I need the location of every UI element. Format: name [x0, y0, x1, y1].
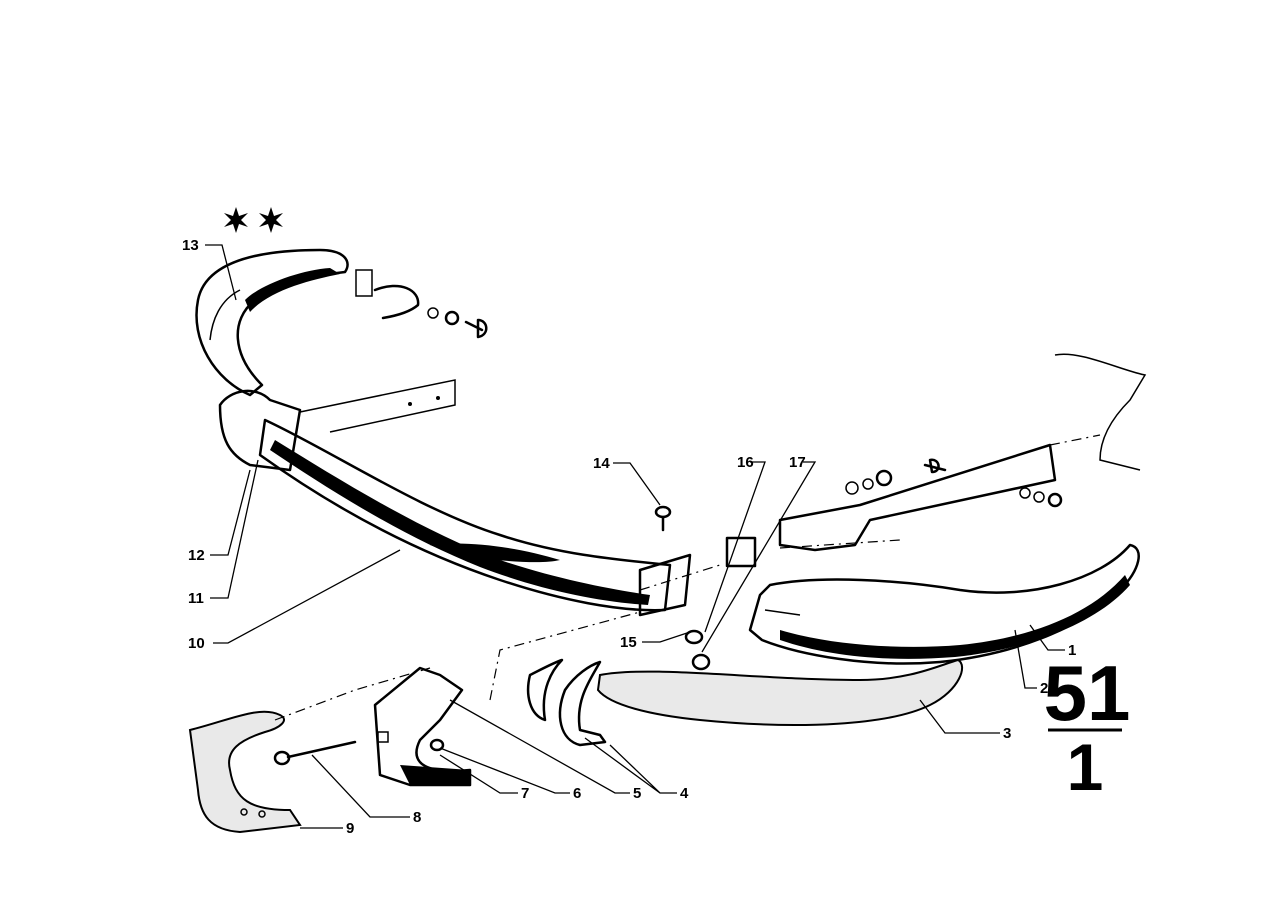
rubber-strip-part: [596, 658, 963, 726]
group-sub-number: 1: [1067, 730, 1104, 804]
callout-labels: 1 2 3 4 5 6 7 8 9 10 11 12 13 14 15 16 1…: [182, 237, 1076, 837]
callout-13: 13: [182, 237, 199, 254]
guard-bracket-part: [373, 666, 472, 787]
callout-3: 3: [1003, 725, 1011, 742]
mounting-bracket-right-part: [778, 353, 1147, 552]
callout-9: 9: [346, 820, 354, 837]
bumper-corner-right-part: [748, 543, 1140, 665]
nut-parts: [684, 536, 757, 671]
callout-2: 2: [1040, 680, 1048, 697]
callout-4: 4: [680, 785, 689, 802]
callout-7: 7: [521, 785, 529, 802]
bumper-corner-left-part: [195, 248, 349, 397]
leader-lines: [205, 244, 1065, 829]
bumper-bar-part: [218, 379, 692, 617]
group-main-number: 51: [1044, 649, 1131, 737]
group-number: 51 1: [1044, 649, 1131, 804]
seal-strips-part: [526, 658, 607, 747]
callout-12: 12: [188, 547, 205, 564]
assembly-guide-lines: [274, 434, 1101, 721]
callout-5: 5: [633, 785, 641, 802]
callout-15: 15: [620, 634, 637, 651]
mounting-hardware-left: [355, 269, 488, 339]
double-asterisk-icon: [224, 207, 283, 233]
callout-14: 14: [593, 455, 610, 472]
guard-insert-part: [188, 710, 357, 834]
callout-6: 6: [573, 785, 581, 802]
callout-11: 11: [188, 590, 204, 607]
callout-16: 16: [737, 454, 754, 471]
callout-17: 17: [789, 454, 806, 471]
callout-8: 8: [413, 809, 421, 826]
callout-1: 1: [1068, 642, 1076, 659]
screw-part: [654, 505, 672, 532]
callout-10: 10: [188, 635, 205, 652]
